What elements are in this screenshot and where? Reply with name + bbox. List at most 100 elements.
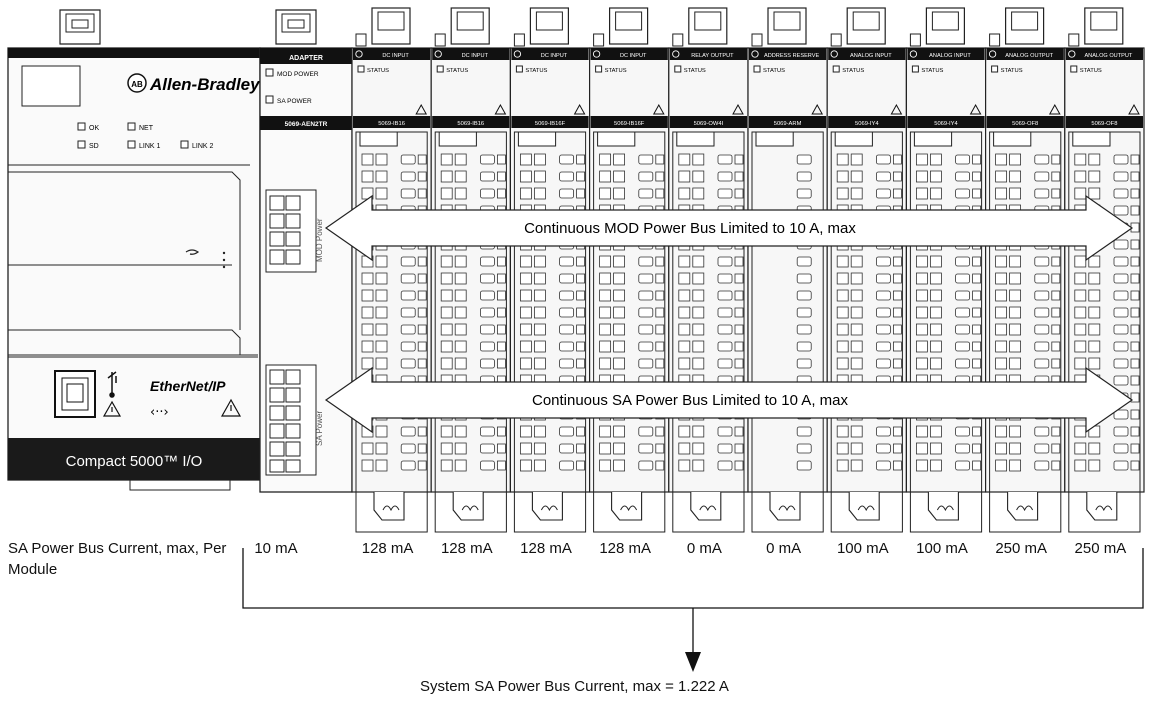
module-sa-current: 128 mA xyxy=(520,540,572,557)
io-direction-icon xyxy=(751,50,759,58)
module-type-label: ANALOG OUTPUT xyxy=(1084,53,1132,59)
io-module: DC INPUT STATUS 5069-IB16F xyxy=(509,7,591,533)
io-direction-icon xyxy=(672,50,680,58)
module-sa-current: 100 mA xyxy=(836,540,889,557)
io-direction-icon xyxy=(1068,50,1076,58)
module-catalog-label: 5069-IB16F xyxy=(614,121,645,127)
module-catalog-label: 5069-ARM xyxy=(774,121,802,127)
module-type-label: ADDRESS RESERVE xyxy=(764,53,819,59)
io-module: RELAY OUTPUT STATUS 5069-OW4I xyxy=(668,7,749,533)
sa-current-row-label: SA Power Bus Current, max, Per Module xyxy=(8,540,227,578)
module-status-label: STATUS xyxy=(842,68,864,74)
warning-icon xyxy=(1048,103,1061,115)
adapter-header: ADAPTER xyxy=(289,55,323,62)
io-direction-icon xyxy=(355,50,363,58)
status-ok: OK xyxy=(89,125,99,132)
brand-name: Allen-Bradley xyxy=(149,75,261,94)
sa-power-terminal-label: SA Power xyxy=(315,411,324,446)
sa-power-bus-arrow: Continuous SA Power Bus Limited to 10 A,… xyxy=(324,366,1134,434)
module-catalog-label: 5069-OF8 xyxy=(1091,121,1117,127)
io-direction-icon xyxy=(434,50,442,58)
adapter-top-clip xyxy=(59,9,317,45)
warning-icon xyxy=(415,103,428,115)
module-sa-current: 128 mA xyxy=(599,540,652,557)
sa-power-bus-text: Continuous SA Power Bus Limited to 10 A,… xyxy=(532,392,849,409)
io-module: ANALOG OUTPUT STATUS 5069-OF8 xyxy=(984,7,1066,533)
io-module: DC INPUT STATUS 5069-IB16F xyxy=(588,7,670,533)
module-status-label: STATUS xyxy=(921,68,943,74)
module-catalog-label: 5069-IY4 xyxy=(934,121,958,127)
module-catalog-label: 5069-IB16 xyxy=(457,121,484,127)
module-type-label: ANALOG INPUT xyxy=(929,53,971,59)
status-link1: LINK 1 xyxy=(139,143,161,150)
status-net: NET xyxy=(139,125,154,132)
mod-power-label: MOD POWER xyxy=(277,71,319,78)
ab-logo-icon xyxy=(127,73,147,93)
io-modules: DC INPUT STATUS 5069-IB16 DC INPUT STATUS 506… xyxy=(351,7,1145,533)
io-module: ANALOG OUTPUT STATUS 5069-OF8 xyxy=(1064,7,1145,533)
module-type-label: DC INPUT xyxy=(462,53,489,59)
module-type-label: ANALOG OUTPUT xyxy=(1005,53,1053,59)
sum-arrowhead-icon xyxy=(685,652,701,672)
module-sa-current: 128 mA xyxy=(361,540,414,557)
mod-power-bus-arrow: Continuous MOD Power Bus Limited to 10 A… xyxy=(324,194,1134,262)
module-catalog-label: 5069-IB16F xyxy=(535,121,566,127)
warning-icon xyxy=(1128,103,1140,115)
system-sa-current-total: System SA Power Bus Current, max = 1.222… xyxy=(420,678,729,695)
io-direction-icon xyxy=(592,50,601,58)
module-type-label: DC INPUT xyxy=(620,53,647,59)
io-direction-icon xyxy=(909,50,918,58)
module-sa-current: 250 mA xyxy=(995,540,1048,557)
adapter-catalog: 5069-AEN2TR xyxy=(285,121,328,128)
io-module: DC INPUT STATUS 5069-IB16 xyxy=(351,7,432,533)
sa-power-label: SA POWER xyxy=(277,98,312,105)
module-catalog-label: 5069-OF8 xyxy=(1012,121,1038,127)
product-name: Compact 5000™ I/O xyxy=(66,453,203,470)
ethernet-ip-logo: EtherNet/IP xyxy=(150,378,226,394)
module-sa-current: 128 mA xyxy=(440,540,493,557)
status-link2: LINK 2 xyxy=(192,143,214,150)
module-sa-current: 0 mA xyxy=(766,540,802,557)
warning-icon xyxy=(494,103,507,115)
mod-power-terminal-label: MOD Power xyxy=(315,218,324,262)
warning-icon xyxy=(890,103,903,115)
mod-power-terminal-block xyxy=(265,189,317,273)
mod-power-bus-text: Continuous MOD Power Bus Limited to 10 A… xyxy=(524,220,856,237)
io-module: DC INPUT STATUS 5069-IB16 xyxy=(430,7,512,533)
ethernet-port-icon xyxy=(54,370,96,418)
module-status-label: STATUS xyxy=(605,68,627,74)
module-status-label: STATUS xyxy=(446,68,468,74)
status-sd: SD xyxy=(89,143,99,150)
warning-icon xyxy=(573,103,586,115)
io-direction-icon xyxy=(513,50,522,58)
module-catalog-label: 5069-IB16 xyxy=(378,121,405,127)
adapter-module: AB Allen-Bradley OK NET SD LINK 1 LINK 2 xyxy=(7,9,317,491)
module-status-label: STATUS xyxy=(525,68,547,74)
module-sa-current: 250 mA xyxy=(1074,540,1127,557)
module-catalog-label: 5069-OW4I xyxy=(694,121,724,127)
sa-power-terminal-block xyxy=(265,364,317,476)
module-sa-current: 0 mA xyxy=(686,540,722,557)
module-type-label: RELAY OUTPUT xyxy=(691,53,734,59)
module-sa-current: 100 mA xyxy=(916,540,968,557)
warning-icon xyxy=(969,103,982,115)
module-status-label: STATUS xyxy=(763,68,785,74)
adapter-status-indicators: OK NET SD LINK 1 LINK 2 xyxy=(77,122,214,150)
io-direction-icon xyxy=(830,50,838,58)
warning-icon xyxy=(732,103,744,115)
warning-icon xyxy=(102,398,242,417)
module-status-label: STATUS xyxy=(1001,68,1023,74)
warning-icon xyxy=(652,103,665,115)
module-catalog-label: 5069-IY4 xyxy=(855,121,879,127)
module-status-label: STATUS xyxy=(367,68,389,74)
module-type-label: DC INPUT xyxy=(541,53,568,59)
adapter-power-panel: ADAPTER MOD POWER SA POWER 5069-AEN2TR M… xyxy=(259,47,353,493)
io-direction-icon xyxy=(988,50,997,58)
module-status-label: STATUS xyxy=(684,68,706,74)
current-sum-bracket xyxy=(242,548,1144,655)
usb-icon xyxy=(107,371,117,398)
module-status-label: STATUS xyxy=(1080,68,1102,74)
module-type-label: DC INPUT xyxy=(382,53,409,59)
